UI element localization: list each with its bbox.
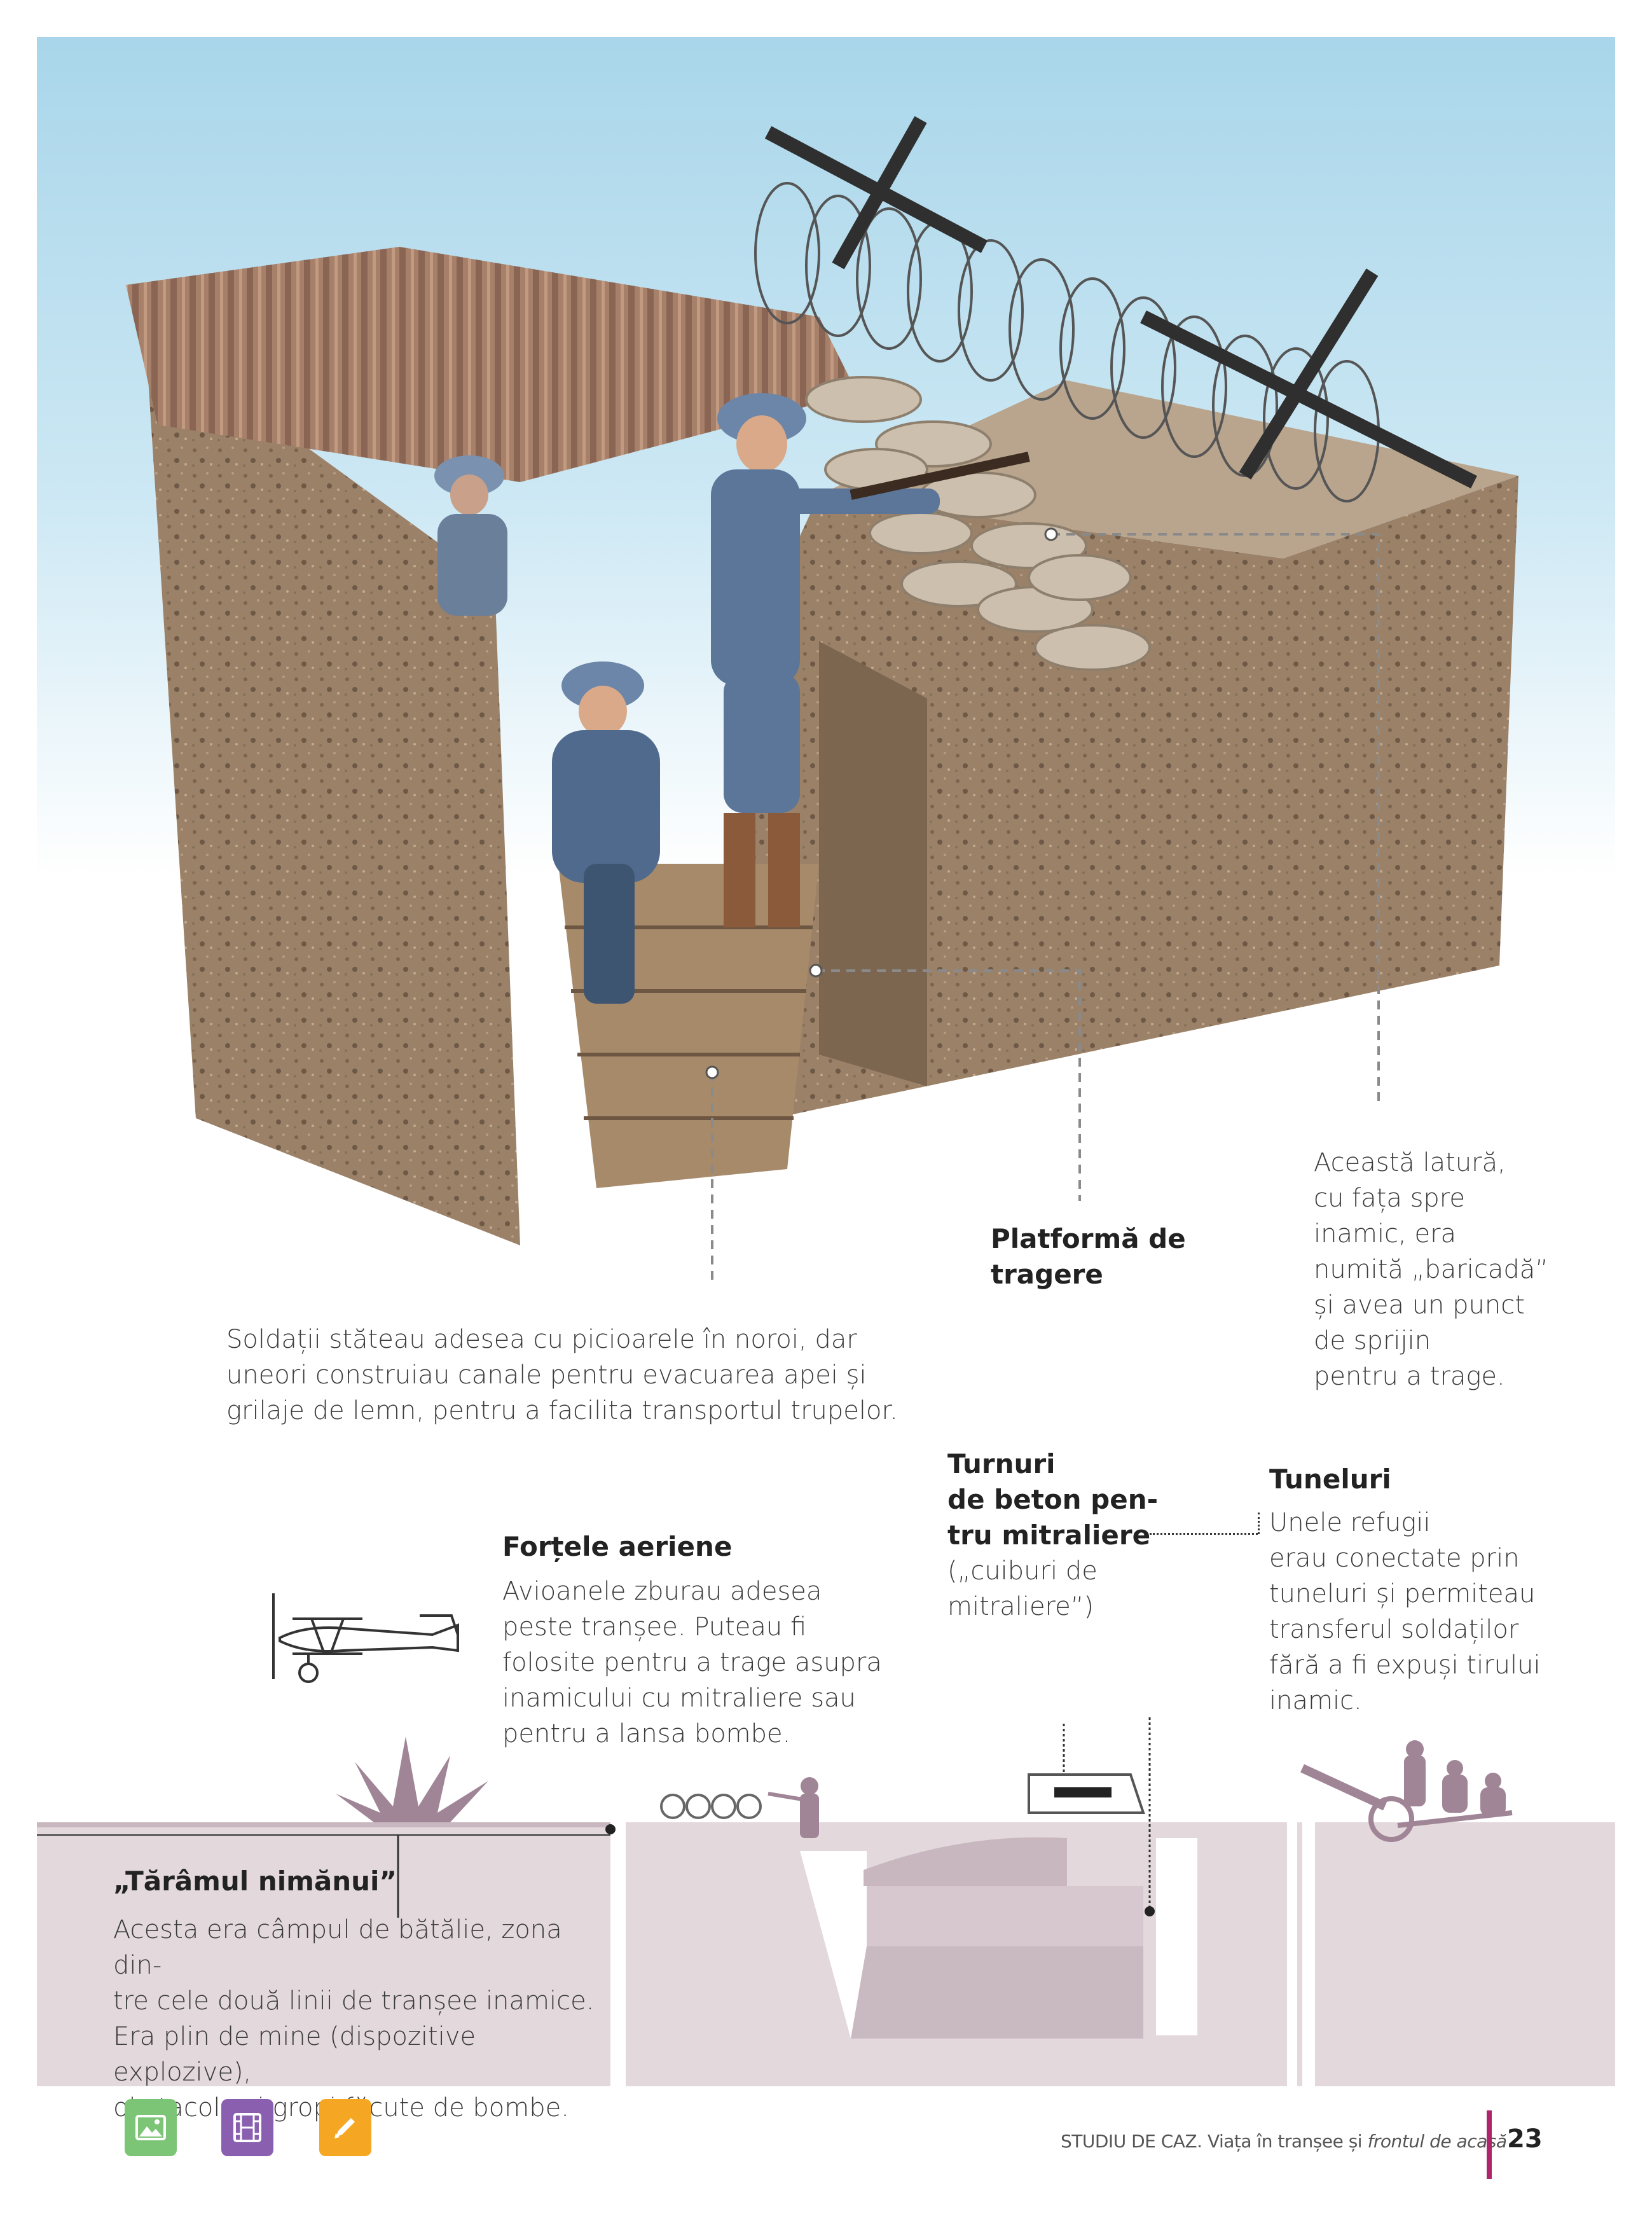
soldier-silhouette-icon <box>767 1777 819 1838</box>
left-earth-block <box>145 329 520 1245</box>
no-mans-land-section: „Tărâmul nimănui” Acesta era câmpul de b… <box>113 1864 596 2126</box>
no-mans-land-title: „Tărâmul nimănui” <box>113 1866 397 1897</box>
tunnels-text: Unele refugii erau conectate prin tunelu… <box>1269 1508 1541 1715</box>
footer-subtitle-b: frontul de acasă <box>1367 2131 1507 2152</box>
soldier-background <box>434 455 507 616</box>
trench-illustration <box>126 116 1518 1284</box>
towers-section: Turnuri de beton pen- tru mitraliere („c… <box>947 1446 1176 1624</box>
edit-button[interactable] <box>319 2099 371 2156</box>
explosion-icon <box>336 1736 488 1822</box>
air-forces-section: Forțele aeriene Avioanele zburau adesea … <box>502 1529 909 1752</box>
towers-title: Turnuri de beton pen- tru mitraliere <box>947 1448 1159 1551</box>
wooden-wall <box>819 641 927 1086</box>
tunnels-title: Tuneluri <box>1269 1464 1391 1495</box>
air-forces-text: Avioanele zburau adesea peste tranșee. P… <box>502 1577 882 1749</box>
tunnels-leader <box>1150 1533 1258 1535</box>
no-mans-land-ground <box>37 1825 610 2086</box>
trench-cross-section-diagram <box>37 1717 1615 2086</box>
footer-subtitle-a: Viața în tranșee și <box>1207 2131 1368 2152</box>
artillery-ground <box>1315 1822 1615 2086</box>
footer-divider <box>1487 2110 1492 2179</box>
air-forces-title: Forțele aeriene <box>502 1531 733 1562</box>
film-icon <box>233 2113 261 2142</box>
page-number: 23 <box>1507 2124 1543 2154</box>
right-earth-block <box>736 476 1518 1118</box>
image-button[interactable] <box>125 2099 177 2156</box>
barbed-wire-icon <box>660 1794 762 1819</box>
no-mans-land-text: Acesta era câmpul de bătălie, zona din- … <box>113 1915 595 2123</box>
footer-caption: STUDIU DE CAZ. Viața în tranșee și front… <box>1061 2131 1507 2152</box>
sandbags <box>805 376 1151 671</box>
image-icon <box>135 2115 166 2140</box>
biplane-icon <box>272 1593 459 1683</box>
soldier-firing <box>711 393 1030 927</box>
soldier-crouching <box>552 661 660 1004</box>
firing-platform-label: Platformă de tragere <box>991 1223 1186 1290</box>
soldiers-mud-description: Soldații stăteau adesea cu picioarele în… <box>226 1325 898 1425</box>
barricade-description: Această latură, cu fața spre inamic, era… <box>1314 1148 1549 1391</box>
footer-case-study: STUDIU DE CAZ. <box>1061 2131 1202 2152</box>
towers-text: („cuiburi de mitraliere”) <box>947 1556 1098 1621</box>
video-button[interactable] <box>221 2099 273 2156</box>
artillery-icon <box>1300 1740 1513 1842</box>
tunnels-section: Tuneluri Unele refugii erau conectate pr… <box>1269 1462 1600 1719</box>
corrugated-roof <box>126 247 857 482</box>
pencil-icon <box>334 2118 355 2138</box>
